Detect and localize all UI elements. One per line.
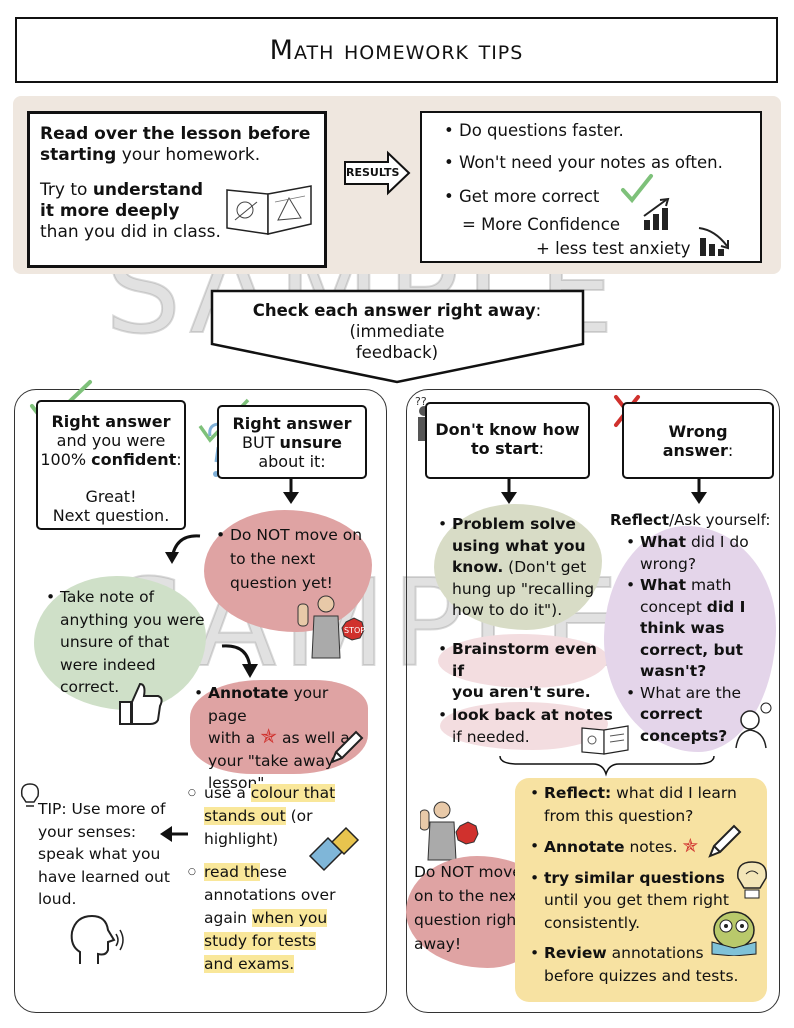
pencil-icon: [330, 730, 364, 764]
card-wrong: Wrong answer:: [622, 402, 774, 479]
curved-arrow-icon: [221, 644, 258, 678]
right-panel: [406, 389, 780, 1013]
list-item: Take note of anything you were unsure of…: [44, 586, 214, 699]
lesson-line: Try to: [40, 180, 93, 200]
card-right-confident: Right answer and you were 100% confident…: [36, 400, 186, 530]
star-icon: ✯: [260, 724, 278, 748]
page-title: Math homework tips: [269, 34, 524, 66]
list-item: look back at notes if needed.: [436, 705, 616, 748]
checkmark-icon: [621, 174, 653, 204]
arrow-down-icon: [501, 478, 517, 504]
brainstorm-list: Brainstorm even if you aren't sure.: [436, 639, 608, 704]
tip-text: TIP: Use more of your senses: speak what…: [38, 800, 170, 908]
thinking-person-icon: [735, 702, 772, 749]
person-stop-sign-icon: STOP: [297, 595, 365, 659]
arrow-left-icon: [160, 826, 188, 842]
lightbulb-icon: [20, 783, 40, 807]
curved-arrow-icon: [165, 534, 201, 564]
list-item: read these annotations over again when y…: [188, 861, 356, 976]
stop-label: STOP: [344, 626, 365, 635]
list-item: Problem solve using what you know. (Don'…: [436, 514, 604, 622]
title-box: Math homework tips: [15, 17, 778, 83]
donot-move2-text: Do NOT move on to the next question righ…: [414, 863, 524, 953]
results-item: • Do questions faster.: [444, 121, 624, 140]
speaking-head-icon: [70, 914, 124, 964]
card-right-unsure: Right answer BUT unsure about it:: [217, 405, 367, 479]
left-panel: [14, 389, 387, 1013]
lesson-line: Read over the lesson before: [40, 124, 311, 144]
lesson-line: your homework.: [116, 145, 261, 165]
arrow-down-icon: [691, 478, 707, 504]
list-item: use a colour that stands out (or highlig…: [188, 782, 356, 851]
check-banner: [210, 289, 585, 384]
pencil-icon: [708, 824, 742, 858]
results-box: • Do questions faster. • Won't need your…: [420, 111, 762, 263]
colour-list: use a colour that stands out (or highlig…: [188, 782, 356, 976]
owl-reading-icon: [711, 911, 757, 956]
lesson-line: than you did in class.: [40, 222, 221, 242]
arrow-down-icon: [283, 478, 299, 504]
results-item: • Get more correct: [444, 187, 600, 206]
problem-solve-list: Problem solve using what you know. (Don'…: [436, 514, 604, 622]
list-item: Annotate notes. ✯: [528, 835, 764, 859]
brace-icon: [499, 755, 715, 777]
lesson-box: Read over the lesson before starting you…: [27, 111, 327, 268]
notebook-icon: [581, 725, 629, 755]
thumbs-up-icon: [119, 682, 163, 725]
list-item: Brainstorm even if you aren't sure.: [436, 639, 608, 704]
reflect-heading: Reflect/Ask yourself:: [610, 511, 771, 529]
take-note-list: Take note of anything you were unsure of…: [44, 586, 214, 699]
results-label: RESULTS: [346, 166, 400, 179]
highlighter-icon: [308, 826, 360, 872]
lightbulb-brain-icon: [737, 861, 767, 899]
lookback-list: look back at notes if needed.: [436, 705, 616, 748]
lesson-line: starting: [40, 145, 117, 165]
check-text: Check each answer right away: (immediate…: [252, 301, 542, 362]
star-icon: ✯: [682, 835, 699, 857]
results-arrow-icon: [344, 150, 411, 196]
bar-chart-up-icon: [643, 197, 670, 230]
open-book-icon: [226, 185, 312, 235]
lesson-line: it more deeply: [40, 201, 180, 221]
svg-text:??: ??: [415, 395, 427, 408]
results-item: • Won't need your notes as often.: [444, 153, 723, 172]
results-item: + less test anxiety: [536, 239, 691, 258]
card-dont-know: Don't know how to start:: [425, 402, 590, 479]
bar-chart-down-icon: [698, 227, 729, 256]
results-item: = More Confidence: [462, 215, 620, 234]
person-stop-sign-icon: [420, 801, 479, 861]
lesson-line: understand: [92, 180, 204, 200]
